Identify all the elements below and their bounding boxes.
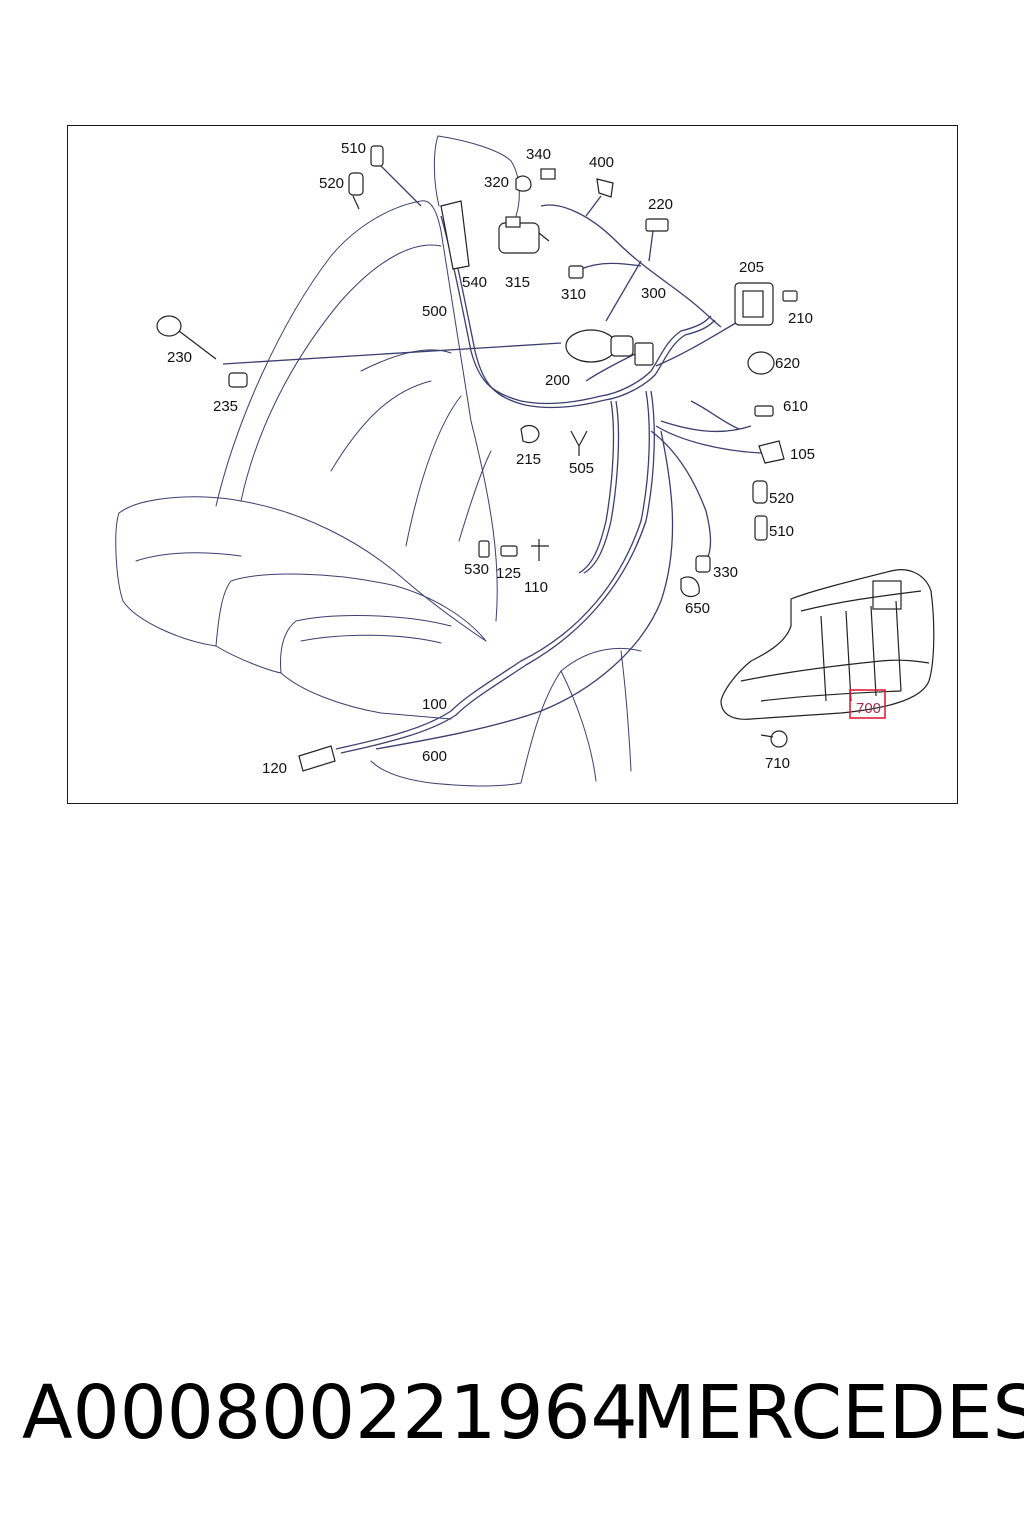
callout-510a: 510 [341, 140, 366, 157]
component-shapes [156, 145, 935, 772]
callout-520b: 520 [769, 490, 794, 507]
callout-220: 220 [648, 196, 673, 213]
callout-120: 120 [262, 760, 287, 777]
callout-110: 110 [524, 579, 548, 596]
callout-labels: 510 520 340 320 400 220 540 315 310 300 … [167, 140, 886, 777]
callout-600: 600 [422, 748, 447, 765]
callout-510b: 510 [769, 523, 794, 540]
callout-320: 320 [484, 174, 509, 191]
callout-300: 300 [641, 285, 666, 302]
exploded-parts-diagram: 510 520 340 320 400 220 540 315 310 300 … [115, 135, 935, 787]
part-number: A000800221964 [22, 1370, 638, 1456]
callout-520a: 520 [319, 175, 344, 192]
callout-215: 215 [516, 451, 541, 468]
callout-505: 505 [569, 460, 594, 477]
callout-125: 125 [496, 565, 521, 582]
callout-210: 210 [788, 310, 813, 327]
callout-530: 530 [464, 561, 489, 578]
callout-500: 500 [422, 303, 447, 320]
brand-name: MERCEDES [632, 1370, 1024, 1456]
callout-340: 340 [526, 146, 551, 163]
diagram-frame: 510 520 340 320 400 220 540 315 310 300 … [67, 125, 958, 804]
callout-330: 330 [713, 564, 738, 581]
callout-620: 620 [775, 355, 800, 372]
callout-700: 700 [856, 700, 881, 717]
callout-710: 710 [765, 755, 790, 772]
callout-230: 230 [167, 349, 192, 366]
callout-205: 205 [739, 259, 764, 276]
wiring-lines [222, 165, 762, 754]
highlight-box-700 [849, 689, 886, 719]
callout-235: 235 [213, 398, 238, 415]
footer-caption: A000800221964 MERCEDES [0, 1370, 1024, 1480]
callout-100: 100 [422, 696, 447, 713]
callout-310: 310 [561, 286, 586, 303]
callout-540: 540 [462, 274, 487, 291]
callout-610: 610 [783, 398, 808, 415]
callout-650: 650 [685, 600, 710, 617]
callout-105: 105 [790, 446, 815, 463]
callout-315: 315 [505, 274, 530, 291]
callout-200: 200 [545, 372, 570, 389]
seat-outline [115, 135, 642, 787]
callout-400: 400 [589, 154, 614, 171]
